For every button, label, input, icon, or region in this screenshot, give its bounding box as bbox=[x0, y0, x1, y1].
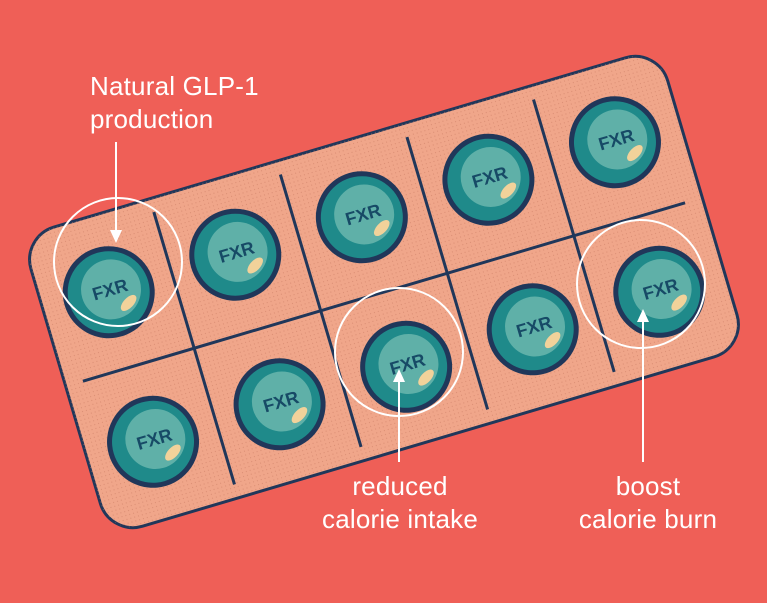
pill: FXR bbox=[613, 245, 706, 338]
pill: FXR bbox=[315, 171, 408, 264]
pill: FXR bbox=[360, 320, 453, 413]
callout-glp1-label: Natural GLP-1 production bbox=[90, 71, 259, 134]
highlight-glp1 bbox=[53, 142, 183, 327]
pill-highlight bbox=[500, 182, 517, 199]
highlight-intake bbox=[334, 287, 464, 462]
pill-highlight bbox=[120, 294, 137, 312]
callout-burn-label: boost calorie burn bbox=[578, 471, 718, 534]
pill-highlight bbox=[544, 332, 561, 349]
perforation-vertical bbox=[278, 174, 363, 448]
perforation-vertical bbox=[405, 136, 490, 410]
pill-highlight bbox=[418, 369, 434, 386]
pill: FXR bbox=[486, 283, 579, 376]
pill: FXR bbox=[107, 395, 200, 488]
pill: FXR bbox=[568, 96, 661, 189]
arrow-head bbox=[393, 369, 405, 382]
pill: FXR bbox=[233, 358, 326, 451]
highlight-burn bbox=[576, 219, 706, 462]
pill-grid: FXR FXR FXR FXR FXR FXR FXR FXR FXR FXR bbox=[62, 96, 706, 488]
pill-highlight bbox=[247, 257, 263, 274]
pill-highlight bbox=[165, 444, 181, 461]
highlight-ring bbox=[53, 197, 183, 327]
pill-highlight bbox=[627, 145, 643, 162]
pill-highlight bbox=[671, 294, 687, 311]
perforation-horizontal bbox=[82, 201, 686, 383]
perforation-vertical bbox=[532, 99, 616, 373]
arrow-head bbox=[110, 230, 122, 243]
callout-intake-label: reduced calorie intake bbox=[322, 471, 478, 534]
pill-highlight bbox=[373, 219, 390, 237]
arrow-head bbox=[637, 309, 649, 322]
pill: FXR bbox=[189, 208, 282, 301]
highlight-ring bbox=[576, 219, 706, 349]
pill-highlight bbox=[291, 407, 308, 424]
pill: FXR bbox=[62, 246, 155, 339]
pill: FXR bbox=[442, 133, 535, 226]
perforation-vertical bbox=[152, 211, 236, 485]
blister-pack: FXR FXR FXR FXR FXR FXR FXR FXR FXR FXR bbox=[28, 54, 740, 530]
